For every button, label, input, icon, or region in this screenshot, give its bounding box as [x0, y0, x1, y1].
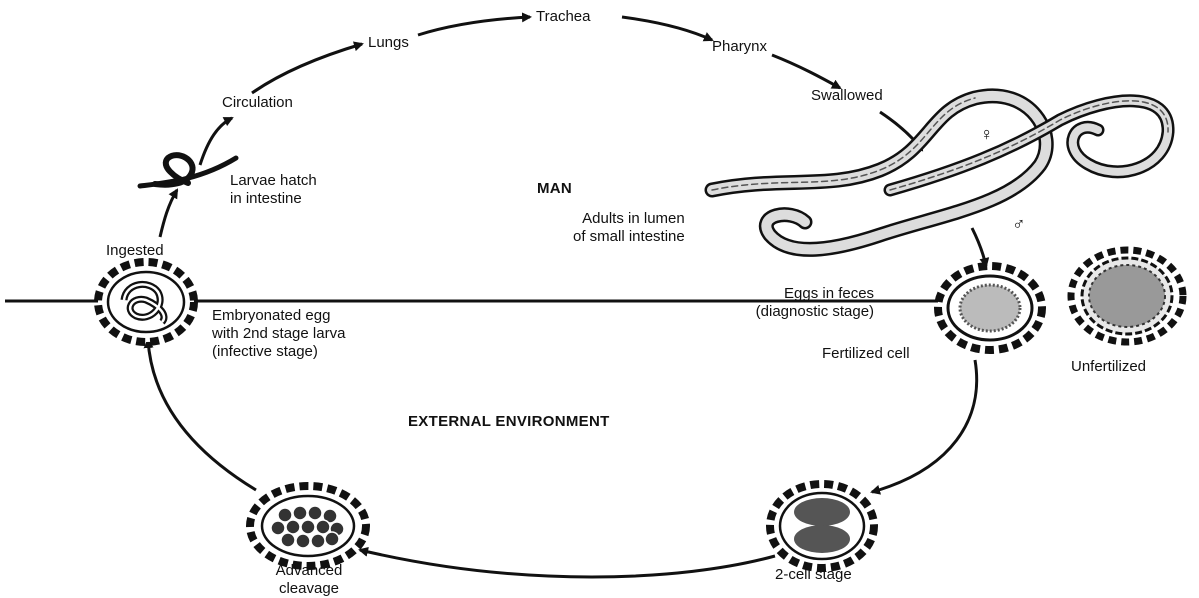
label-advanced-line1: Advanced — [275, 562, 343, 579]
label-embryonated-line3: (infective stage) — [212, 343, 318, 360]
label-fertilized-cell: Fertilized cell — [822, 345, 910, 362]
arrow-lungs-to-trachea — [417, 12, 532, 37]
advanced-cleavage-egg-icon — [246, 482, 370, 570]
arrow-2cell-to-advanced — [358, 546, 776, 579]
unfertilized-egg-icon — [1067, 246, 1187, 346]
label-unfertilized: Unfertilized — [1071, 358, 1147, 375]
female-symbol: ♀ — [980, 124, 994, 144]
arrow-adults-to-eggs — [970, 227, 990, 268]
label-larvae-hatch-line2: in intestine — [230, 190, 302, 207]
label-embryonated-line1: Embryonated egg — [212, 307, 331, 324]
male-symbol: ♂ — [1012, 214, 1026, 234]
label-ingested: Ingested — [106, 242, 164, 259]
region-label-host: MAN — [537, 180, 573, 197]
label-eggs-in-feces-line2: (diagnostic stage) — [755, 303, 875, 320]
label-circulation: Circulation — [222, 94, 293, 111]
label-eggs-in-feces-line1: Eggs in feces — [784, 285, 875, 302]
label-advanced-line2: cleavage — [278, 580, 340, 597]
arrow-larvae-to-circulation — [198, 116, 234, 166]
label-adults: Adults in lumen of small intestine — [573, 210, 685, 246]
label-embryonated-line2: with 2nd stage larva — [212, 325, 346, 342]
label-pharynx: Pharynx — [712, 38, 768, 55]
hatching-larva-icon — [137, 152, 239, 189]
label-eggs-in-feces: Eggs in feces (diagnostic stage) — [740, 285, 874, 321]
label-larvae-hatch: Larvae hatch in intestine — [230, 172, 317, 208]
label-advanced-cleavage: Advanced cleavage — [262, 562, 356, 598]
arrow-circulation-to-lungs — [251, 41, 364, 95]
label-adults-line2: of small intestine — [573, 228, 685, 245]
arrow-trachea-to-pharynx — [621, 15, 714, 42]
embryonated-egg-icon — [94, 258, 198, 346]
arrow-advanced-to-embryonated — [143, 338, 257, 492]
arrow-fertilized-to-2cell — [870, 359, 979, 495]
label-adults-line1: Adults in lumen — [582, 210, 685, 227]
fertilized-egg-icon — [934, 262, 1046, 354]
label-trachea: Trachea — [536, 8, 591, 25]
label-larvae-hatch-line1: Larvae hatch — [230, 172, 317, 189]
label-2-cell-stage: 2-cell stage — [775, 566, 852, 583]
adult-worms-icon — [704, 88, 1175, 257]
label-lungs: Lungs — [368, 34, 409, 51]
arrow-ingested-to-larvae — [158, 188, 179, 238]
two-cell-egg-icon — [766, 480, 878, 572]
label-embryonated-egg: Embryonated egg with 2nd stage larva (in… — [212, 307, 345, 361]
region-label-environment: EXTERNAL ENVIRONMENT — [408, 413, 610, 430]
arrow-pharynx-to-swallowed — [771, 53, 842, 90]
label-swallowed: Swallowed — [811, 87, 883, 104]
